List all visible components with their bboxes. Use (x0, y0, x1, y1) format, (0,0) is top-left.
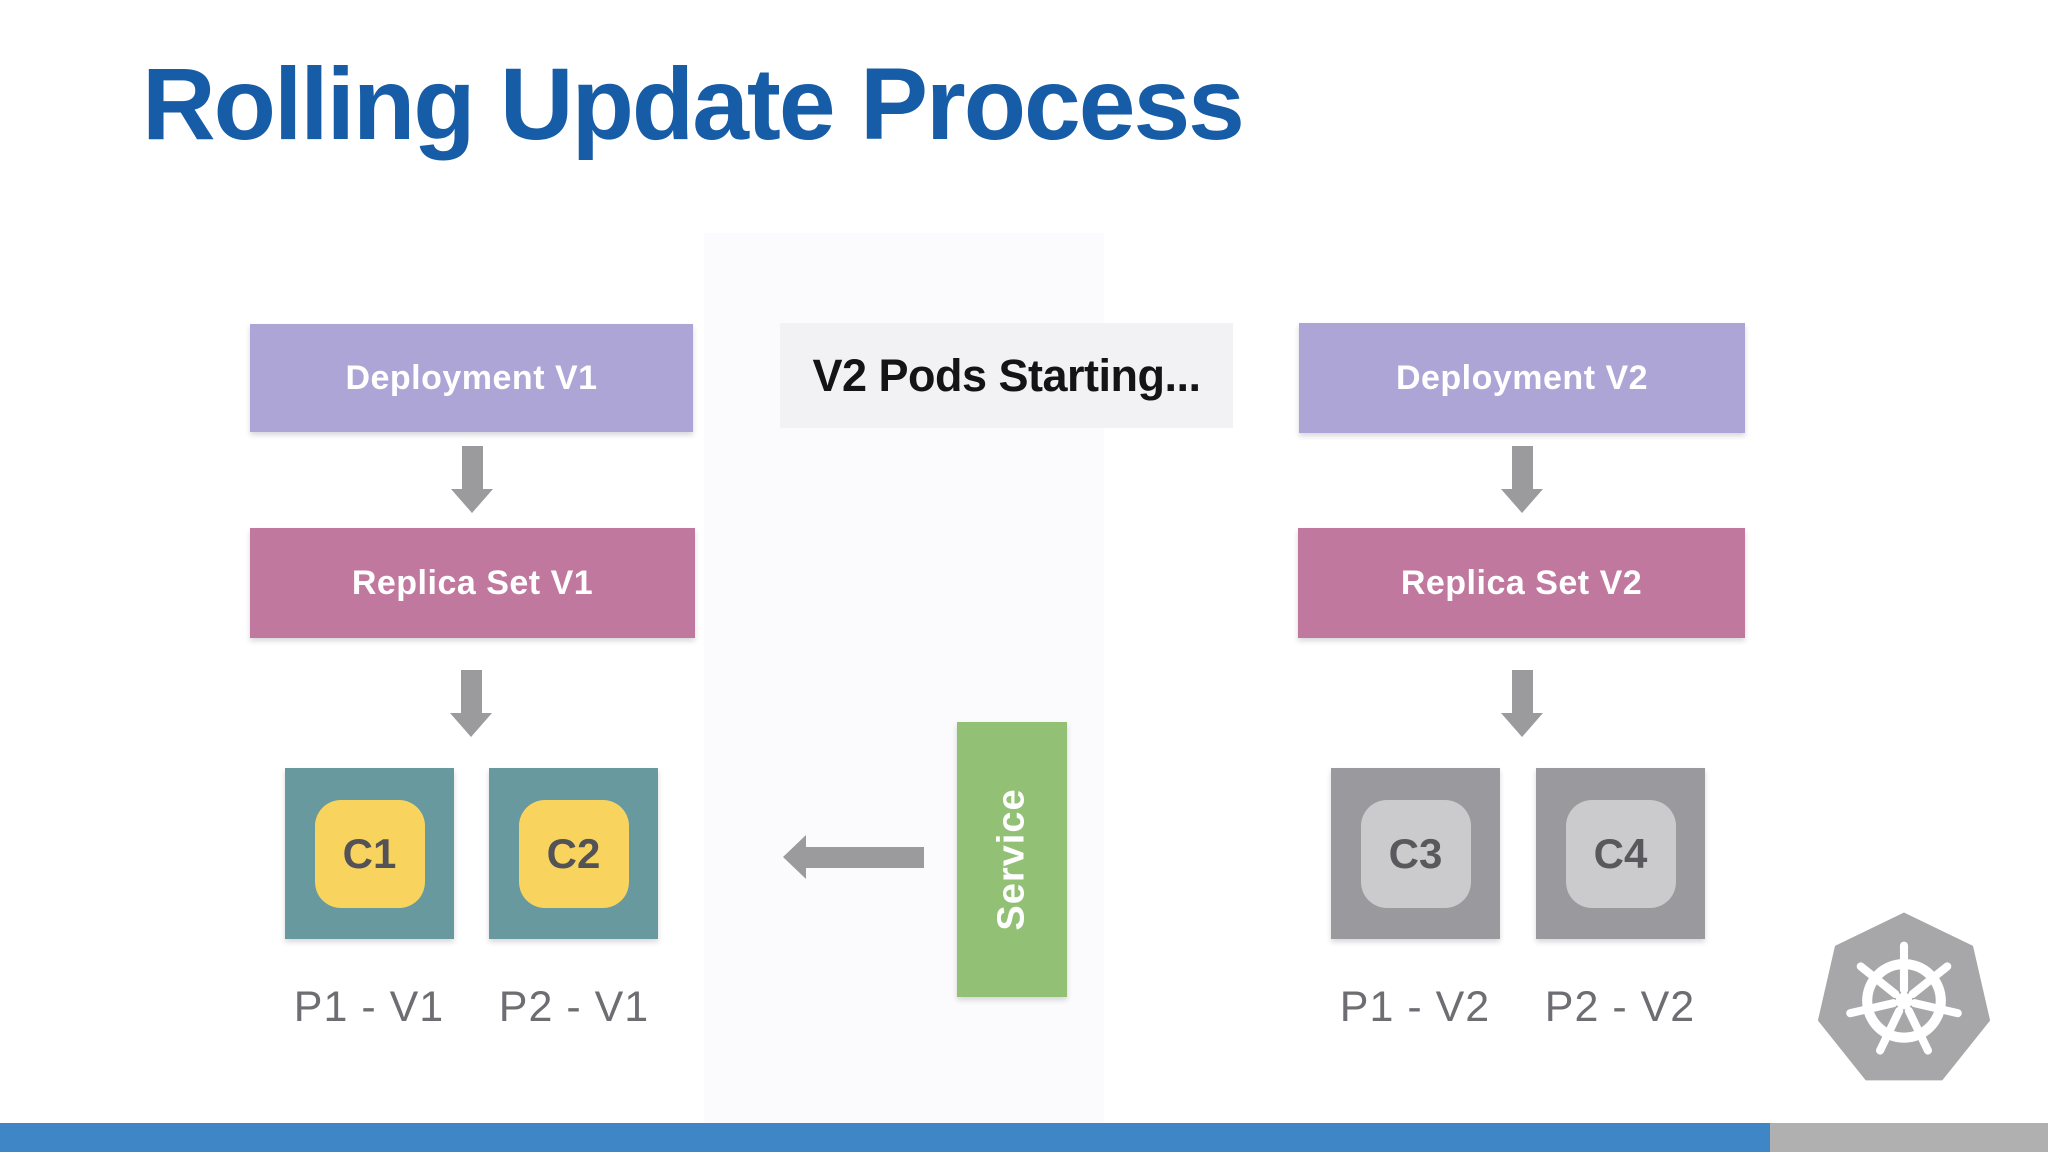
footer-accent-bar (0, 1123, 1770, 1152)
pod-label-p2-v2: P2 - V2 (1544, 983, 1696, 1031)
arrow-shaft (1511, 670, 1533, 713)
replica-set-v2-box: Replica Set V2 (1298, 528, 1745, 638)
replica-set-v1-label: Replica Set V1 (351, 563, 594, 602)
pod-label-p1-v2: P1 - V2 (1339, 983, 1491, 1031)
pod-label-p1-v1: P1 - V1 (293, 983, 445, 1031)
replica-set-v2-label: Replica Set V2 (1400, 563, 1643, 602)
footer-gray-bar (1770, 1123, 2048, 1152)
container-c3: C3 (1360, 799, 1471, 908)
container-c1: C1 (314, 799, 425, 908)
down-arrow-icon (450, 670, 492, 737)
service-label: Service (990, 788, 1033, 931)
arrow-shaft (1511, 446, 1533, 489)
arrow-shaft (806, 846, 924, 868)
wheel-hub (1895, 992, 1913, 1010)
deployment-v2-label: Deployment V2 (1395, 358, 1649, 397)
container-c2-label: C2 (546, 829, 601, 877)
service-box: Service (957, 722, 1067, 997)
arrow-shaft (460, 670, 482, 713)
arrow-head (1501, 713, 1543, 737)
pod-p2-v2: C4 (1536, 768, 1705, 939)
helm-wheel (1846, 941, 1962, 1055)
arrow-head (1501, 489, 1543, 513)
pod-p2-v1: C2 (489, 768, 658, 939)
page-title: Rolling Update Process (142, 47, 1245, 161)
status-banner-text: V2 Pods Starting... (812, 349, 1201, 401)
container-c4: C4 (1565, 799, 1676, 908)
replica-set-v1-box: Replica Set V1 (250, 528, 695, 638)
deployment-v1-box: Deployment V1 (250, 324, 693, 432)
down-arrow-icon (1501, 446, 1543, 513)
arrow-shaft (461, 446, 483, 489)
down-arrow-icon (1501, 670, 1543, 737)
pod-label-p2-v1: P2 - V1 (498, 983, 650, 1031)
left-arrow-icon (783, 835, 924, 879)
pod-p1-v2: C3 (1331, 768, 1500, 939)
container-c4-label: C4 (1593, 829, 1648, 877)
container-c1-label: C1 (342, 829, 397, 877)
deployment-v1-label: Deployment V1 (345, 358, 598, 397)
container-c3-label: C3 (1388, 829, 1443, 877)
arrow-head (451, 489, 493, 513)
arrow-head (783, 835, 806, 879)
status-banner: V2 Pods Starting... (780, 323, 1233, 428)
pod-p1-v1: C1 (285, 768, 454, 939)
container-c2: C2 (518, 799, 629, 908)
deployment-v2-box: Deployment V2 (1299, 323, 1745, 433)
down-arrow-icon (451, 446, 493, 513)
kubernetes-helm-icon (1817, 912, 1991, 1081)
arrow-head (450, 713, 492, 737)
